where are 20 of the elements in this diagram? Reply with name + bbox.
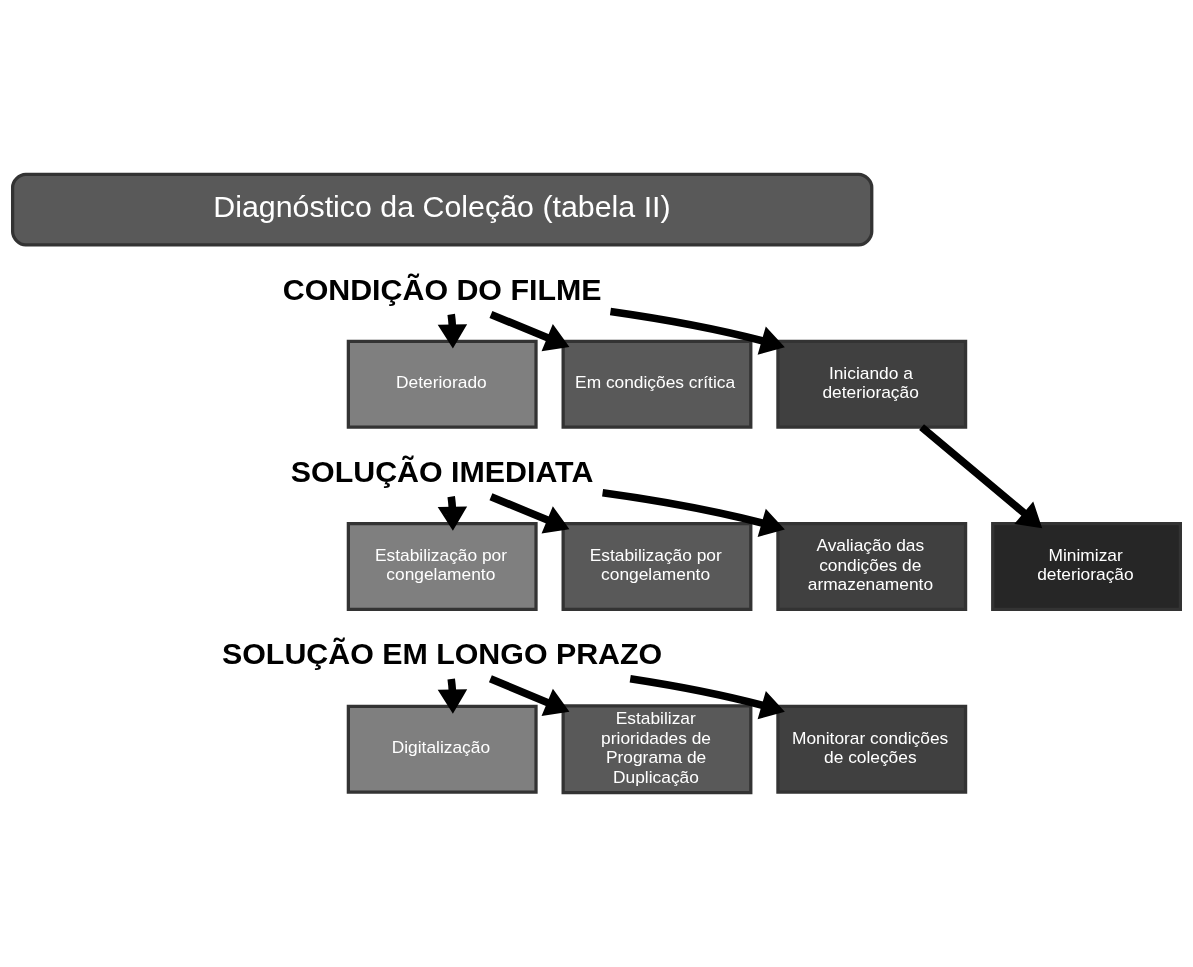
node-box: Monitorar condições de coleções: [776, 704, 968, 794]
node-box: Estabilização por congelamento: [346, 522, 538, 611]
node-box: Diagnóstico da Coleção (tabela II): [11, 172, 874, 247]
arrow: [488, 675, 570, 717]
arrow: [609, 307, 785, 355]
arrow: [629, 675, 785, 720]
node-box: Deteriorado: [346, 339, 538, 429]
arrow: [489, 310, 570, 352]
node-box: Minimizar deterioração: [991, 522, 1182, 611]
node-box: Estabilização por congelamento: [561, 522, 753, 611]
node-box: Iniciando a deterioração: [776, 339, 968, 429]
node-box: Estabilizar prioridades de Programa de Duplicação: [561, 704, 753, 795]
arrow: [919, 424, 1043, 529]
node-text: SOLUÇÃO EM LONGO PRAZO: [221, 637, 663, 671]
node-box: Avaliação das condições de armazenamento: [776, 522, 968, 611]
arrow: [489, 493, 570, 534]
node-box: Digitalização: [346, 704, 538, 794]
node-text: SOLUÇÃO IMEDIATA: [290, 454, 594, 488]
node-box: Em condições crítica: [561, 339, 753, 429]
node-text: CONDIÇÃO DO FILME: [282, 272, 602, 306]
